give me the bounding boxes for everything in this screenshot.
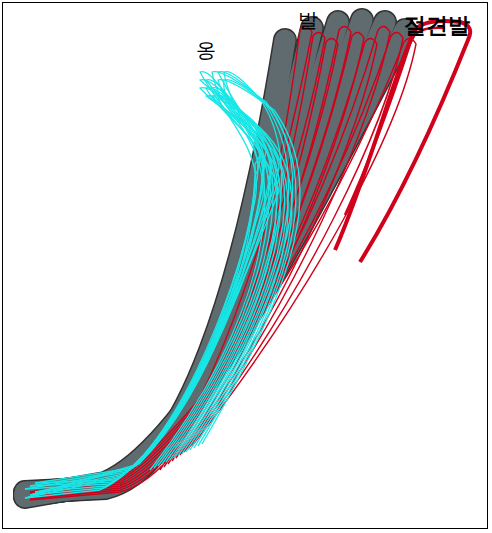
cyan-outline	[25, 80, 293, 489]
cyan-outlines	[25, 72, 300, 498]
cyan-outline	[35, 96, 292, 483]
cyan-outline	[25, 88, 280, 498]
red-loop	[345, 28, 445, 215]
label: 절견발	[404, 14, 470, 36]
cyan-outline	[25, 72, 296, 498]
cyan-outline	[30, 88, 288, 486]
red-outline	[30, 26, 390, 494]
grey-band	[25, 30, 405, 497]
red-outline	[30, 38, 377, 495]
label: 발	[298, 10, 318, 30]
red-outer-loop	[335, 21, 470, 262]
grey-band	[25, 22, 385, 496]
cyan-outline	[30, 96, 284, 495]
band-outline	[25, 20, 362, 495]
cyan-outline	[25, 96, 279, 489]
red-outline	[30, 26, 312, 500]
cyan-outline	[30, 80, 300, 495]
red-outlines	[30, 26, 416, 500]
cyan-outline	[25, 72, 265, 498]
red-outline	[30, 32, 364, 496]
grey-bands	[25, 20, 405, 497]
grey-band	[25, 20, 362, 495]
red-outline	[30, 26, 351, 497]
label: 옹	[196, 40, 216, 60]
band-outline	[25, 30, 405, 497]
